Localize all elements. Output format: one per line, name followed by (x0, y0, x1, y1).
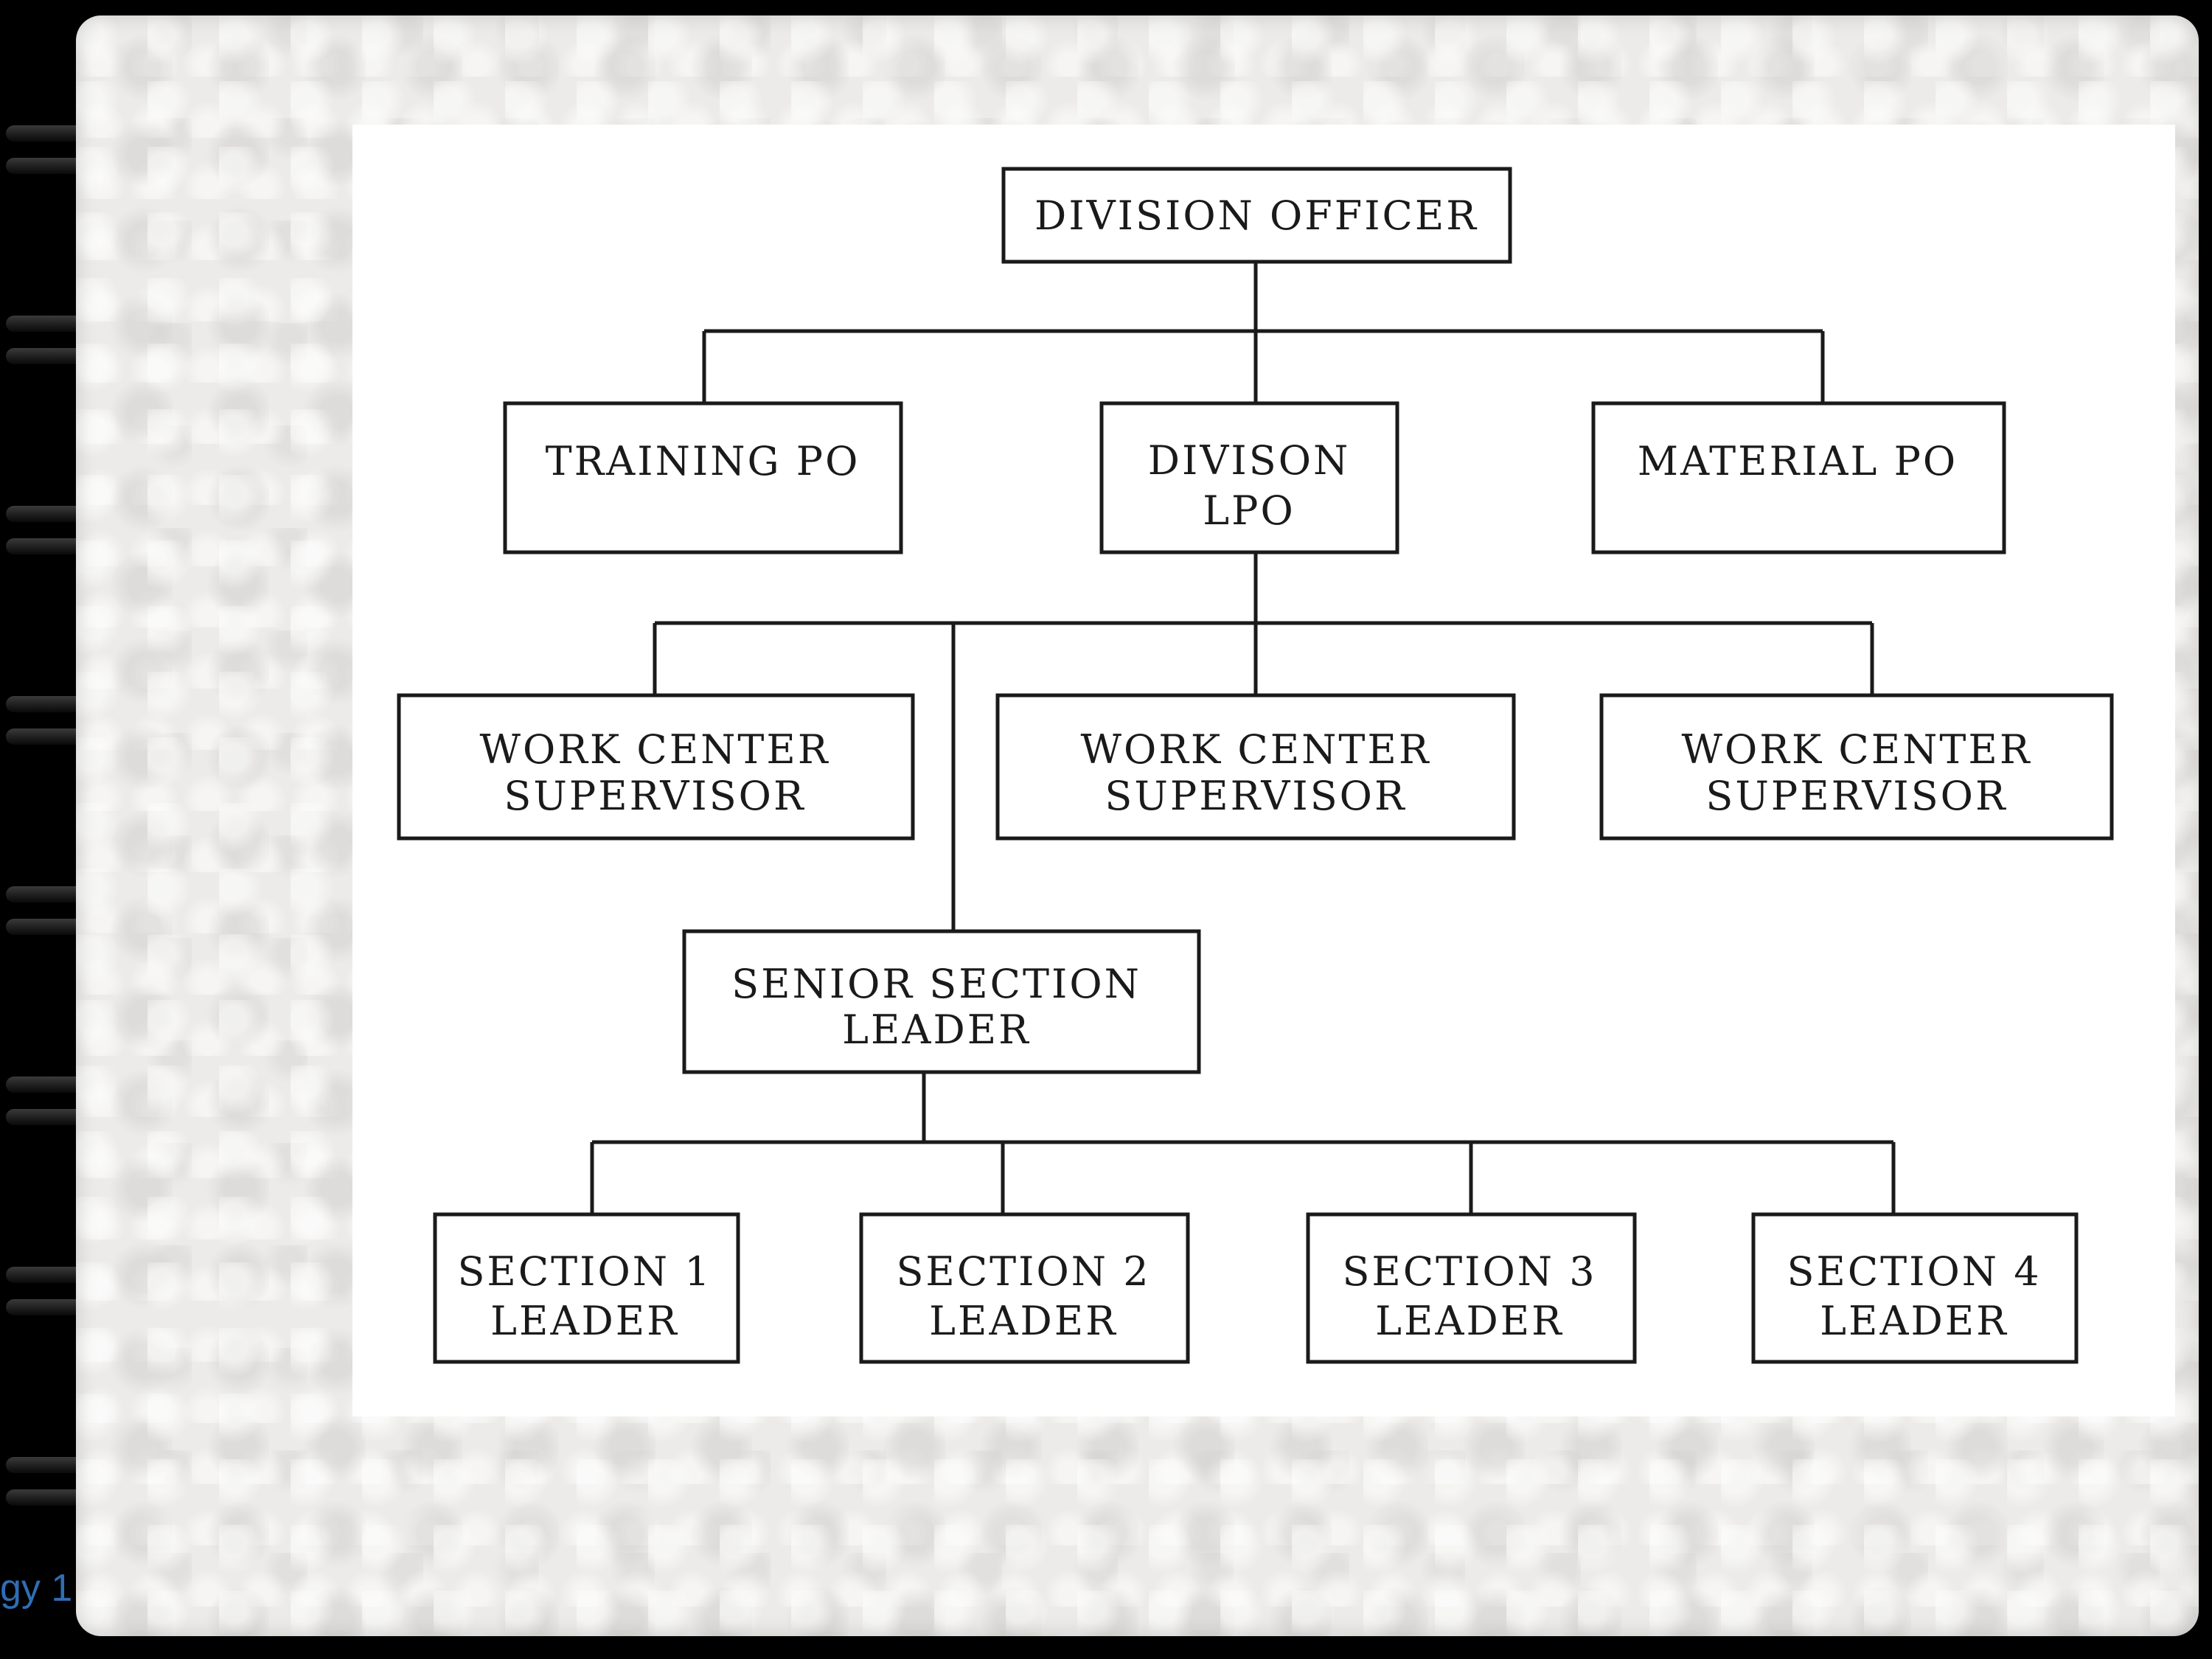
svg-text:LPO: LPO (1203, 487, 1295, 534)
footer-text: gy 1 (0, 1567, 73, 1610)
notebook-page: DIVISION OFFICER TRAINING PO DIVISON LPO… (76, 15, 2199, 1636)
svg-text:SUPERVISOR: SUPERVISOR (1705, 773, 2007, 819)
node-work-center-supervisor-3: WORK CENTER SUPERVISOR (1599, 693, 2114, 841)
org-chart: DIVISION OFFICER TRAINING PO DIVISON LPO… (397, 167, 2114, 1364)
org-chart-connectors (590, 262, 1896, 1214)
svg-text:DIVISON: DIVISON (1148, 437, 1350, 484)
svg-text:SECTION 1: SECTION 1 (457, 1248, 712, 1295)
svg-text:LEADER: LEADER (929, 1298, 1118, 1344)
svg-text:LEADER: LEADER (1820, 1298, 2008, 1344)
svg-text:SECTION 3: SECTION 3 (1342, 1248, 1596, 1295)
svg-text:TRAINING PO: TRAINING PO (546, 438, 860, 484)
node-material-po: MATERIAL PO (1591, 401, 2006, 554)
node-work-center-supervisor-2: WORK CENTER SUPERVISOR (995, 693, 1516, 841)
node-senior-section-leader: SENIOR SECTION LEADER (682, 929, 1201, 1074)
svg-text:SUPERVISOR: SUPERVISOR (504, 773, 805, 819)
svg-text:LEADER: LEADER (842, 1006, 1031, 1053)
node-section-4-leader: SECTION 4 LEADER (1751, 1212, 2079, 1364)
svg-text:SENIOR SECTION: SENIOR SECTION (731, 961, 1141, 1007)
svg-text:DIVISION OFFICER: DIVISION OFFICER (1034, 192, 1478, 239)
node-section-2-leader: SECTION 2 LEADER (859, 1212, 1190, 1364)
node-section-1-leader: SECTION 1 LEADER (433, 1212, 740, 1364)
svg-text:SECTION 2: SECTION 2 (896, 1248, 1150, 1295)
svg-text:WORK CENTER: WORK CENTER (1080, 726, 1430, 773)
svg-text:WORK CENTER: WORK CENTER (1681, 726, 2031, 773)
svg-text:LEADER: LEADER (490, 1298, 679, 1344)
node-division-lpo: DIVISON LPO (1099, 401, 1399, 554)
svg-text:MATERIAL PO: MATERIAL PO (1638, 438, 1958, 484)
node-training-po: TRAINING PO (503, 401, 903, 554)
org-chart-card: DIVISION OFFICER TRAINING PO DIVISON LPO… (352, 125, 2175, 1416)
node-work-center-supervisor-1: WORK CENTER SUPERVISOR (397, 693, 915, 841)
node-division-officer: DIVISION OFFICER (1001, 167, 1512, 264)
node-section-3-leader: SECTION 3 LEADER (1306, 1212, 1637, 1364)
svg-text:LEADER: LEADER (1375, 1298, 1564, 1344)
svg-text:WORK CENTER: WORK CENTER (479, 726, 830, 773)
svg-text:SUPERVISOR: SUPERVISOR (1105, 773, 1406, 819)
svg-text:SECTION 4: SECTION 4 (1787, 1248, 2041, 1295)
